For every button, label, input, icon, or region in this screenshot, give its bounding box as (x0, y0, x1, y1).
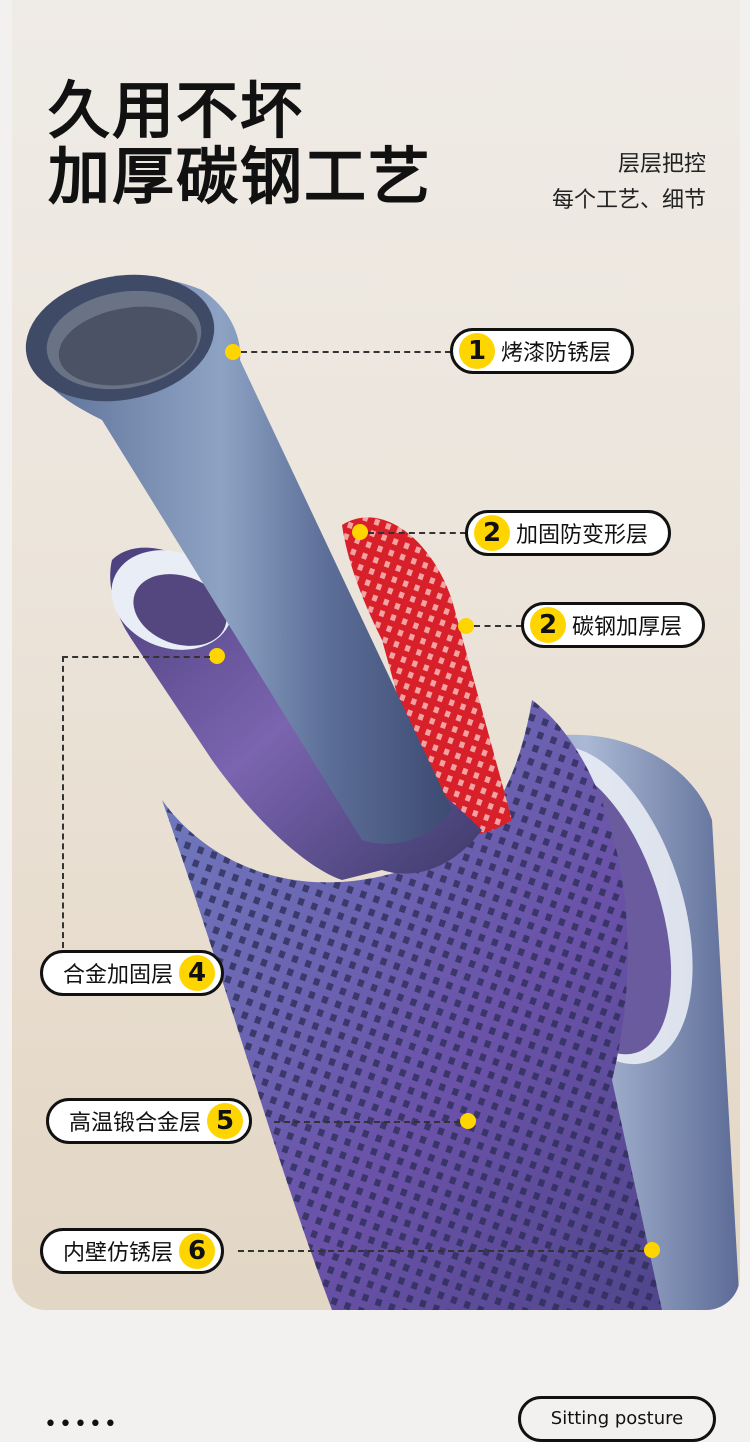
layer-6-text: 内壁仿锈层 (63, 1241, 174, 1266)
layer-2b-leader (474, 625, 522, 627)
layer-5-label: 高温锻合金层 5 (46, 1098, 253, 1144)
layer-1-text: 烤漆防锈层 (501, 341, 612, 366)
layer-5-marker (460, 1113, 476, 1129)
layer-4-number: 4 (179, 955, 216, 991)
layer-2b-marker (458, 618, 474, 634)
layer-2b-label: 2 碳钢加厚层 (521, 602, 706, 648)
title-line-2: 加厚碳钢工艺 (48, 140, 433, 213)
layer-6-label: 内壁仿锈层 6 (40, 1228, 225, 1274)
layer-5-leader (274, 1121, 460, 1123)
layer-1-number: 1 (459, 333, 495, 369)
layer-2a-label: 2 加固防变形层 (465, 510, 672, 556)
layer-4-label: 合金加固层 4 (40, 950, 225, 996)
layer-4-text: 合金加固层 (63, 963, 174, 988)
layer-2a-text: 加固防变形层 (516, 523, 649, 548)
layer-1-leader (241, 351, 451, 353)
layer-2a-marker (352, 524, 368, 540)
layer-1-marker (225, 344, 241, 360)
section-dots: ••••• (44, 1412, 119, 1437)
layer-2a-number: 2 (474, 515, 510, 551)
title-line-1: 久用不坏 (48, 74, 305, 147)
layer-1-label: 1 烤漆防锈层 (450, 328, 635, 374)
layer-4-leader (62, 656, 210, 658)
layer-2a-leader (368, 532, 466, 534)
layer-5-text: 高温锻合金层 (69, 1111, 202, 1136)
pipe-layers-illustration (25, 274, 740, 1310)
sitting-posture-pill: Sitting posture (518, 1396, 716, 1442)
layer-4-leader-vertical (62, 656, 64, 948)
layer-6-marker (644, 1242, 660, 1258)
layer-6-leader (238, 1250, 644, 1252)
subtitle-line-2: 每个工艺、细节 (551, 188, 706, 213)
layer-4-marker (209, 648, 225, 664)
subtitle-line-1: 层层把控 (617, 152, 706, 177)
product-card: 久用不坏 加厚碳钢工艺 层层把控 每个工艺、细节 (12, 0, 740, 1310)
layer-2b-text: 碳钢加厚层 (572, 615, 683, 640)
layer-5-number: 5 (207, 1103, 244, 1139)
layer-6-number: 6 (179, 1233, 216, 1269)
layer-2b-number: 2 (530, 607, 566, 643)
